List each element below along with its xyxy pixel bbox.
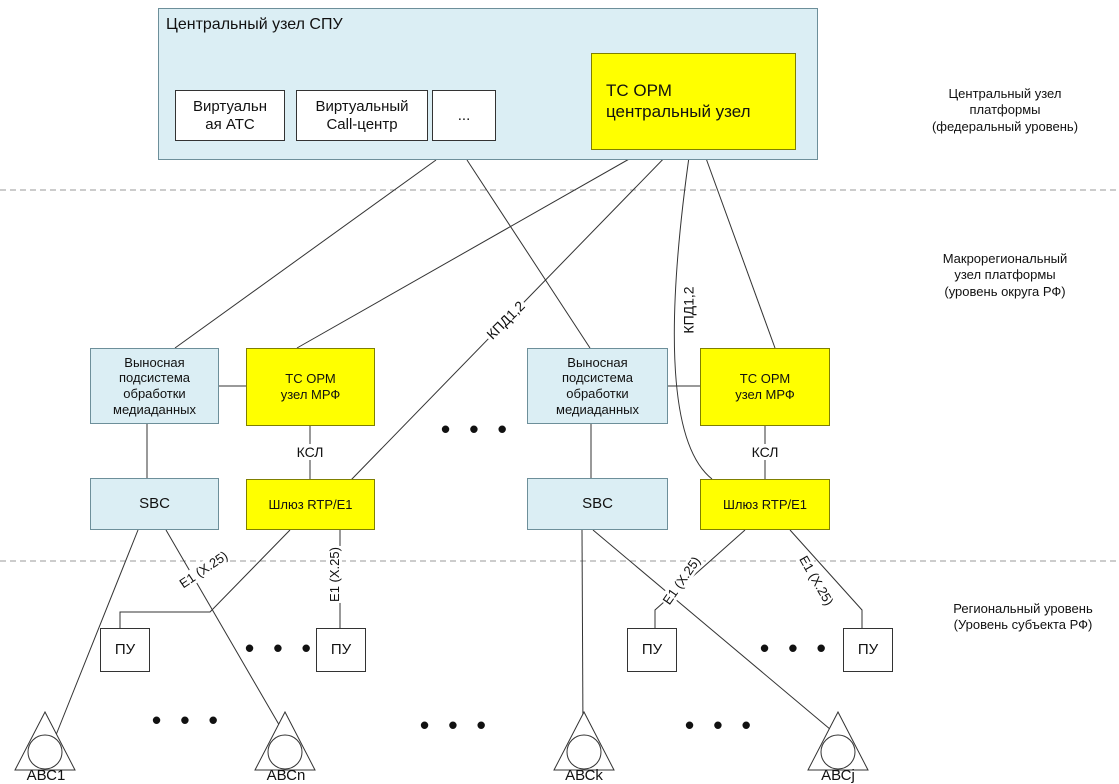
right-pu1-box: ПУ [627,628,677,672]
virtual-pbx-label: Виртуальн ая АТС [193,97,267,133]
central-ellipsis-label: ... [457,106,471,124]
level-label-regional: Региональный уровень (Уровень субъекта Р… [953,601,1093,633]
abc-right-ellipsis: • • • [685,710,757,740]
link-right-sbc-abck [581,529,584,736]
right-sbc-box: SBC [527,478,668,530]
right-gateway-label: Шлюз RTP/E1 [722,496,808,512]
right-gateway-box: Шлюз RTP/E1 [700,479,830,530]
right-pu1-label: ПУ [641,641,663,658]
link-left-sbc-abc1 [55,529,139,736]
central-ellipsis-box: ... [432,90,496,141]
link-central-right-remote [466,159,591,349]
link-tcorm-left-tcorm [296,149,646,349]
left-remote-subsystem-box: Выносная подсистема обработки медиаданны… [90,348,219,424]
level-label-federal: Центральный узел платформы (федеральный … [931,86,1079,134]
right-remote-subsystem-label: Выносная подсистема обработки медиаданны… [556,354,639,417]
right-remote-subsystem-box: Выносная подсистема обработки медиаданны… [527,348,668,424]
right-ksl-label: КСЛ [749,444,781,460]
link-tcorm-right-tcorm [702,149,776,349]
left-pu2-box: ПУ [316,628,366,672]
link-right-sbc-abcj [592,529,838,736]
central-node-title: Центральный узел СПУ [166,16,343,33]
e1-left-2-label: E1 (X.25) [326,546,342,603]
right-pu2-label: ПУ [857,641,879,658]
left-ksl-label: КСЛ [294,444,326,460]
right-pu2-box: ПУ [843,628,893,672]
level-label-macroregional: Макрорегиональный узел платформы (уровен… [942,251,1068,299]
pu-left-ellipsis: • • • [245,633,317,663]
link-left-sbc-abcn [165,529,286,736]
abc-middle-ellipsis: • • • [420,710,492,740]
left-tc-orm-mrf-label: ТС ОРМ узел МРФ [280,371,341,402]
left-sbc-label: SBC [139,495,170,512]
left-abc-first-label: АВС1 [26,767,66,784]
link-right-gw-pu2 [789,529,863,628]
right-tc-orm-mrf-label: ТС ОРМ узел МРФ [735,371,795,402]
abc-left-ellipsis: • • • [152,705,224,735]
subscriber-icon-abcn [254,710,316,771]
subscriber-icon-abc1 [14,710,76,771]
left-gateway-label: Шлюз RTP/E1 [268,496,353,512]
right-abc-last-label: АВСj [821,767,855,784]
left-pu1-label: ПУ [114,641,136,658]
virtual-pbx-box: Виртуальн ая АТС [175,90,285,141]
link-central-left-remote [174,159,437,349]
link-kpd-right [673,149,713,480]
tc-orm-central-label: ТС ОРМ центральный узел [606,81,751,121]
right-abc-first-label: АВСk [565,767,603,784]
middle-ellipsis: • • • [441,414,513,444]
left-abc-last-label: АВСn [266,767,306,784]
right-tc-orm-mrf-box: ТС ОРМ узел МРФ [700,348,830,426]
subscriber-icon-abck [553,710,615,771]
left-remote-subsystem-label: Выносная подсистема обработки медиаданны… [113,354,196,417]
tc-orm-central-box: ТС ОРМ центральный узел [591,53,796,150]
virtual-callcenter-box: Виртуальный Call-центр [296,90,428,141]
link-left-gw-pu1 [119,529,291,628]
left-pu1-box: ПУ [100,628,150,672]
pu-right-ellipsis: • • • [760,633,832,663]
kpd-right-label: КПД1,2 [680,284,697,336]
right-sbc-label: SBC [582,495,613,512]
virtual-callcenter-label: Виртуальный Call-центр [315,97,409,133]
left-gateway-box: Шлюз RTP/E1 [246,479,375,530]
left-tc-orm-mrf-box: ТС ОРМ узел МРФ [246,348,375,426]
subscriber-icon-abcj [807,710,869,771]
left-pu2-label: ПУ [330,641,352,658]
link-right-gw-pu1 [654,529,746,628]
left-sbc-box: SBC [90,478,219,530]
